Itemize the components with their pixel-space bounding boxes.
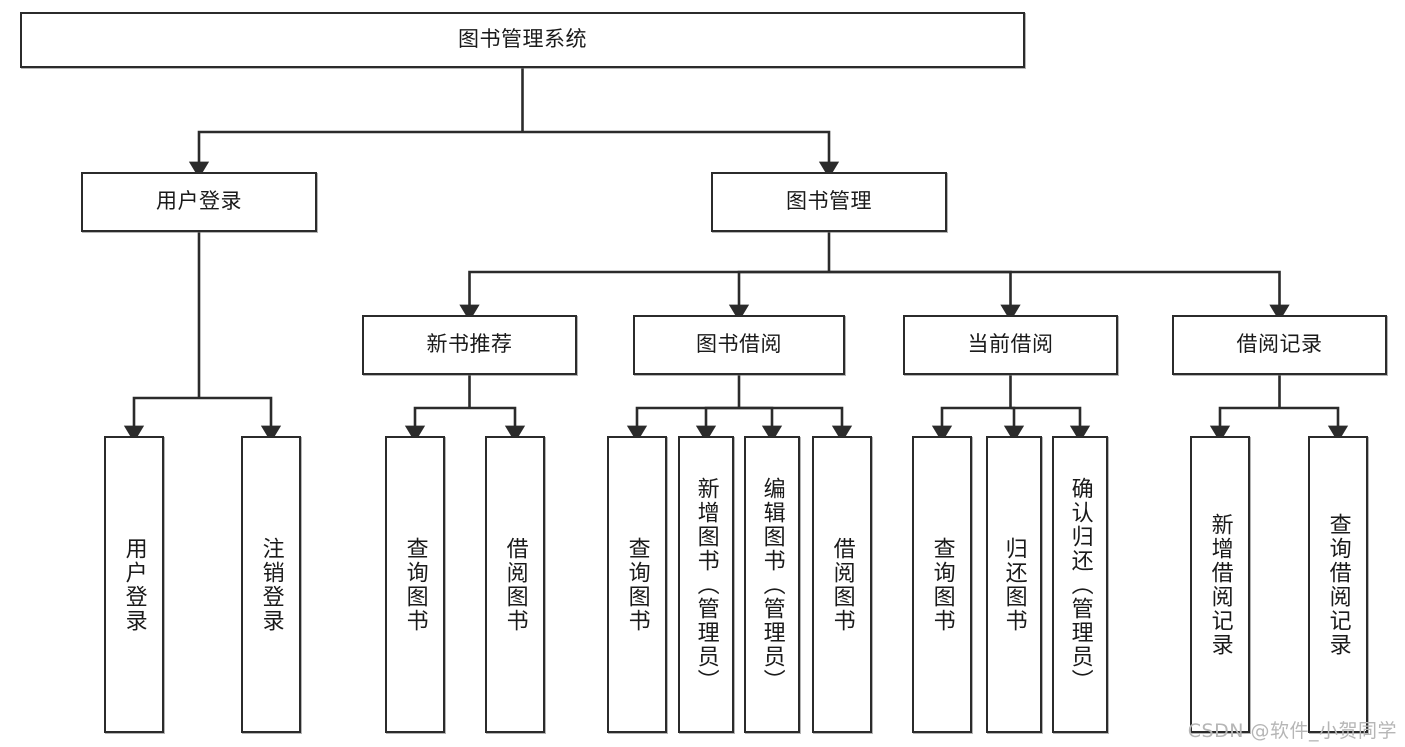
node-new-book-recommend[interactable]: 新书推荐 [362, 315, 577, 375]
node-label: 借阅记录 [1236, 332, 1323, 357]
node-user-login[interactable]: 用户登录 [81, 172, 317, 232]
node-current-borrow[interactable]: 当前借阅 [903, 315, 1118, 375]
node-label: 编辑图书（管理员） [759, 476, 785, 693]
edge-branch [199, 396, 282, 443]
node-label: 借阅图书 [829, 536, 855, 633]
node-label: 图书管理 [786, 189, 872, 214]
node-label: 查询图书 [929, 536, 955, 633]
node-label: 查询图书 [402, 536, 428, 633]
edge-branch [626, 406, 739, 443]
node-leaf-confirm-return[interactable]: 确认归还（管理员） [1052, 436, 1108, 733]
edge-branch [695, 406, 739, 443]
node-leaf-add-book[interactable]: 新增图书（管理员） [678, 436, 734, 733]
node-label: 确认归还（管理员） [1067, 476, 1093, 693]
edge-branch [188, 130, 523, 179]
node-leaf-query-record[interactable]: 查询借阅记录 [1308, 436, 1368, 733]
node-leaf-edit-book[interactable]: 编辑图书（管理员） [744, 436, 800, 733]
node-label: 图书管理系统 [458, 27, 587, 52]
node-leaf-logout[interactable]: 注销登录 [241, 436, 301, 733]
node-leaf-user-login[interactable]: 用户登录 [104, 436, 164, 733]
node-root[interactable]: 图书管理系统 [20, 12, 1025, 68]
edge-branch [459, 270, 829, 322]
edge-branch [829, 270, 1021, 322]
node-label: 查询借阅记录 [1325, 512, 1351, 657]
node-book-manage[interactable]: 图书管理 [711, 172, 947, 232]
node-leaf-borrow-book-1[interactable]: 借阅图书 [485, 436, 545, 733]
edge-branch [469, 406, 526, 443]
edge-branch [522, 130, 840, 179]
node-borrow-record[interactable]: 借阅记录 [1172, 315, 1387, 375]
node-label: 图书借阅 [696, 332, 782, 357]
edge-branch [1209, 406, 1280, 443]
node-book-borrow[interactable]: 图书借阅 [633, 315, 845, 375]
edge-branch [829, 270, 1290, 322]
node-label: 归还图书 [1001, 536, 1027, 633]
node-label: 新增借阅记录 [1207, 512, 1233, 657]
node-leaf-query-book-1[interactable]: 查询图书 [385, 436, 445, 733]
node-label: 用户登录 [121, 536, 147, 633]
node-label: 查询图书 [624, 536, 650, 633]
node-label: 借阅图书 [502, 536, 528, 633]
node-leaf-query-book-2[interactable]: 查询图书 [607, 436, 667, 733]
node-leaf-borrow-book-2[interactable]: 借阅图书 [812, 436, 872, 733]
node-label: 新书推荐 [426, 332, 513, 357]
edge-branch [739, 406, 783, 443]
node-leaf-return-book[interactable]: 归还图书 [986, 436, 1042, 733]
edge-branch [931, 406, 1011, 443]
edge-branch [1279, 406, 1349, 443]
edge-branch [728, 270, 829, 322]
node-label: 注销登录 [258, 536, 284, 633]
edge-branch [739, 406, 853, 443]
node-label: 用户登录 [156, 189, 242, 214]
node-label: 当前借阅 [967, 332, 1054, 357]
watermark-text: CSDN @软件_小贺同学 [1187, 720, 1397, 742]
edge-branch [1010, 406, 1091, 443]
edge-branch [1003, 406, 1025, 443]
edge-branch [404, 406, 470, 443]
node-label: 新增图书（管理员） [693, 476, 719, 693]
node-leaf-add-record[interactable]: 新增借阅记录 [1190, 436, 1250, 733]
node-leaf-query-book-3[interactable]: 查询图书 [912, 436, 972, 733]
edge-branch [123, 396, 199, 443]
